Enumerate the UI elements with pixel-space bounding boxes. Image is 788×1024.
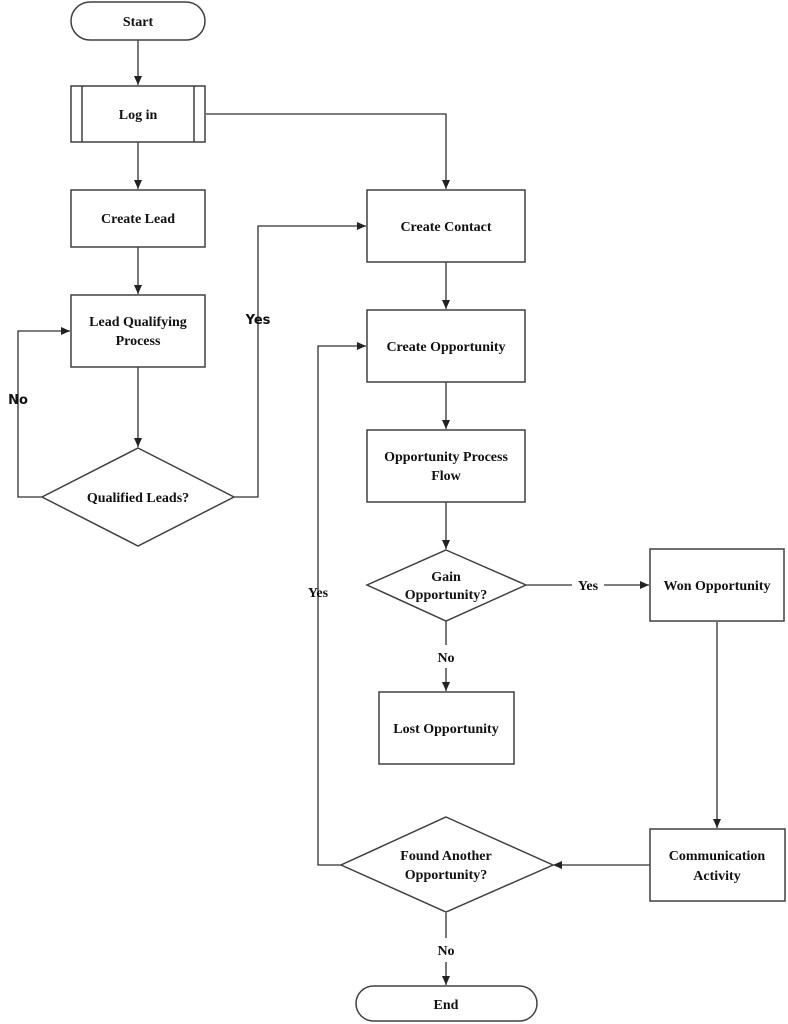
edge-found-yes-opportunity bbox=[317, 342, 366, 866]
node-label: Opportunity? bbox=[405, 868, 487, 883]
node-label: Qualified Leads? bbox=[87, 491, 189, 506]
node-label: Flow bbox=[431, 469, 461, 484]
node-label: Communication bbox=[669, 849, 766, 864]
node-lost-opportunity[interactable]: Lost Opportunity bbox=[378, 691, 515, 765]
node-label: Create Opportunity bbox=[386, 340, 505, 355]
node-label: Process bbox=[116, 334, 161, 349]
node-opportunity-process-flow[interactable]: Opportunity Process Flow bbox=[366, 429, 526, 503]
node-label: Gain bbox=[431, 570, 461, 585]
node-won-opportunity[interactable]: Won Opportunity bbox=[649, 548, 785, 622]
node-label: Lost Opportunity bbox=[393, 722, 498, 737]
node-qualified-leads[interactable]: Qualified Leads? bbox=[40, 447, 236, 547]
node-create-lead[interactable]: Create Lead bbox=[70, 189, 206, 248]
node-gain-opportunity[interactable]: Gain Opportunity? bbox=[365, 549, 528, 622]
node-label: Lead Qualifying bbox=[89, 315, 187, 330]
edge-login-create-contact bbox=[206, 113, 450, 189]
edge-label-yes: Yes bbox=[245, 313, 271, 328]
node-found-another[interactable]: Found Another Opportunity? bbox=[339, 816, 555, 913]
node-lead-qualifying[interactable]: Lead Qualifying Process bbox=[70, 294, 206, 368]
edge-label-no: No bbox=[437, 944, 454, 959]
edge-qualified-no-loop bbox=[17, 327, 70, 498]
edge-qualified-yes-contact bbox=[234, 222, 366, 498]
node-label: Opportunity? bbox=[405, 588, 487, 603]
node-communication-activity[interactable]: Communication Activity bbox=[649, 828, 786, 902]
node-label: Found Another bbox=[400, 849, 491, 864]
node-label: Won Opportunity bbox=[664, 579, 771, 594]
node-label: End bbox=[434, 998, 459, 1013]
node-label: Create Lead bbox=[101, 212, 175, 227]
node-label: Start bbox=[123, 15, 154, 30]
node-label: Create Contact bbox=[400, 220, 491, 235]
edge-label-no: No bbox=[437, 651, 454, 666]
node-label: Opportunity Process bbox=[384, 450, 508, 465]
node-login[interactable]: Log in bbox=[70, 85, 206, 143]
edge-label-yes: Yes bbox=[308, 586, 329, 601]
node-label: Activity bbox=[693, 869, 740, 884]
node-end[interactable]: End bbox=[355, 985, 538, 1022]
node-create-opportunity[interactable]: Create Opportunity bbox=[366, 309, 526, 383]
node-create-contact[interactable]: Create Contact bbox=[366, 189, 526, 263]
node-start[interactable]: Start bbox=[70, 1, 206, 41]
node-label: Log in bbox=[119, 108, 158, 123]
edge-label-yes: Yes bbox=[578, 579, 599, 594]
edge-label-no: No bbox=[8, 393, 28, 408]
